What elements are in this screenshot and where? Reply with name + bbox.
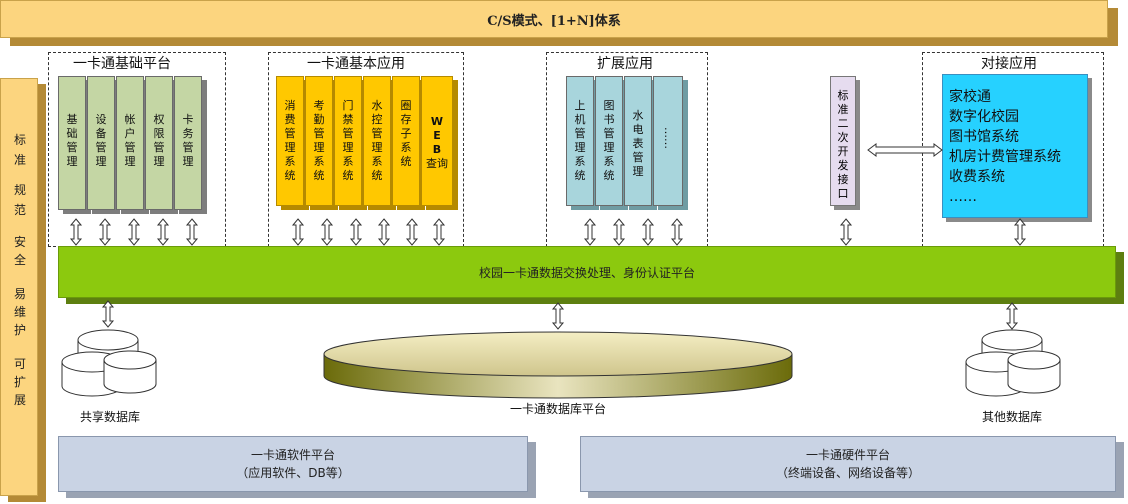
- left-word: 准: [13, 153, 26, 167]
- basic-column: 权限管理: [145, 76, 173, 210]
- dock-item: ……: [949, 189, 977, 205]
- app-column: 消费管理系统: [276, 76, 304, 206]
- double-arrow-icon: [840, 218, 852, 246]
- left-word: 规: [13, 183, 26, 197]
- left-word: 护: [13, 323, 26, 337]
- standard-interface-box: 标准二次开发接口: [830, 76, 856, 206]
- ext-column: 上机管理系统: [566, 76, 594, 206]
- basic-platform-title: 一卡通基础平台: [62, 53, 182, 73]
- left-standards-bar: 标 准 规 范 安 全 易 维 护 可 扩 展: [0, 78, 38, 496]
- dock-item: 数字化校园: [949, 109, 1019, 125]
- app-column: 圈存子系统: [392, 76, 420, 206]
- software-platform-subtitle: （应用软件、DB等）: [236, 466, 350, 480]
- shared-database-icon: [61, 329, 157, 397]
- other-database-icon: [965, 329, 1061, 397]
- basic-column: 帐户管理: [116, 76, 144, 210]
- dock-item: 收费系统: [949, 169, 1005, 185]
- basic-column: 卡务管理: [174, 76, 202, 210]
- dock-item: 家校通: [949, 89, 991, 105]
- left-word: 维: [13, 305, 26, 319]
- exchange-auth-platform: 校园一卡通数据交换处理、身份认证平台: [58, 246, 1116, 298]
- left-word: 标: [13, 133, 26, 147]
- left-word: 易: [13, 287, 26, 301]
- software-platform-title: 一卡通软件平台: [250, 448, 335, 462]
- ext-column: ……: [653, 76, 683, 206]
- ext-column: 图书管理系统: [595, 76, 623, 206]
- left-word: 扩: [13, 375, 26, 389]
- dock-item: 图书馆系统: [949, 129, 1019, 145]
- dock-item: 机房计费管理系统: [949, 149, 1061, 165]
- double-arrow-icon: [102, 300, 114, 328]
- hardware-platform-subtitle: （终端设备、网络设备等）: [775, 466, 920, 480]
- docking-apps-box: 家校通 数字化校园 图书馆系统 机房计费管理系统 收费系统 ……: [942, 74, 1088, 218]
- docking-apps-title: 对接应用: [972, 53, 1046, 73]
- shared-db-caption: 共享数据库: [79, 410, 140, 424]
- left-word: 全: [13, 253, 26, 267]
- db-platform-caption: 一卡通数据库平台: [509, 402, 606, 416]
- hardware-platform-box: 一卡通硬件平台 （终端设备、网络设备等）: [580, 436, 1116, 492]
- left-word: 范: [13, 203, 26, 217]
- double-arrow-icon: [1006, 302, 1018, 330]
- left-word: 安: [13, 235, 26, 249]
- double-arrow-icon: [552, 302, 564, 330]
- hardware-platform-title: 一卡通硬件平台: [805, 448, 890, 462]
- left-word: 展: [13, 393, 26, 407]
- basic-column: 设备管理: [87, 76, 115, 210]
- ext-column: 水电表管理: [624, 76, 652, 206]
- extended-apps-title: 扩展应用: [588, 53, 662, 73]
- basic-column: 基础管理: [58, 76, 86, 210]
- app-column: 考勤管理系统: [305, 76, 333, 206]
- basic-apps-title: 一卡通基本应用: [296, 53, 416, 73]
- app-column: 水控管理系统: [363, 76, 391, 206]
- software-platform-box: 一卡通软件平台 （应用软件、DB等）: [58, 436, 528, 492]
- app-column: 门禁管理系统: [334, 76, 362, 206]
- database-platform-disc: [323, 331, 793, 399]
- top-banner: C/S模式、[1+N]体系: [0, 0, 1108, 38]
- other-db-caption: 其他数据库: [981, 410, 1042, 424]
- left-word: 可: [13, 357, 26, 371]
